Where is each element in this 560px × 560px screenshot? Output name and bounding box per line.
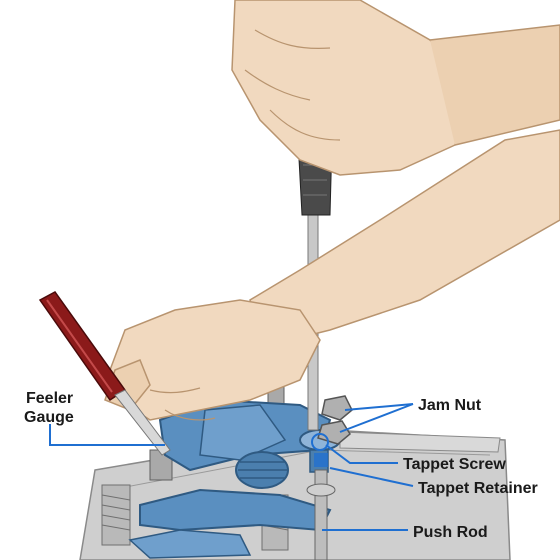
rocker-arm-assembly [128, 398, 341, 559]
jam-nut-leader-lower [339, 403, 414, 433]
tappet-retainer-label: Tappet Retainer [418, 480, 538, 497]
leader-lines [49, 403, 414, 531]
jam-nut-leader-upper [344, 403, 414, 411]
tappet-retainer-leader [329, 467, 414, 487]
push-rod-label: Push Rod [413, 524, 488, 541]
upper-hand [231, 0, 560, 176]
feeler-gauge-leader [49, 424, 165, 446]
tappet-screw-highlight [311, 433, 329, 451]
tappet-screw-leader [325, 444, 398, 464]
feeler-gauge-label-line1: Feeler [26, 390, 73, 407]
push-rod [306, 469, 336, 560]
tappet-retainer-highlight [314, 453, 328, 467]
feeler-gauge [38, 291, 171, 456]
jam-nut-label: Jam Nut [418, 397, 482, 414]
lower-hand [104, 129, 560, 421]
feeler-gauge-label-line2: Gauge [24, 409, 74, 426]
tappet-screw-label: Tappet Screw [403, 456, 506, 473]
